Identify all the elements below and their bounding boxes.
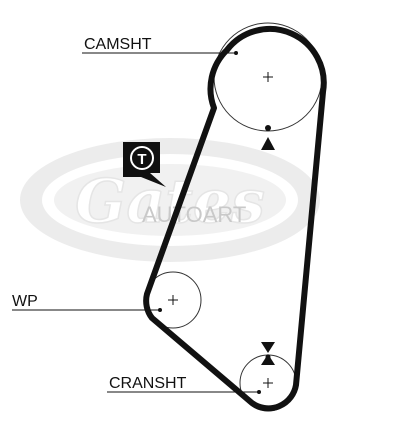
crankshaft-timing-dot bbox=[265, 354, 271, 360]
gates-watermark-logo: Gates bbox=[20, 138, 320, 262]
camshaft-label: CAMSHT bbox=[84, 36, 152, 53]
crankshaft-leader-dot bbox=[257, 390, 261, 394]
camshaft-leader-dot bbox=[234, 51, 238, 55]
water-pump-label: WP bbox=[12, 293, 38, 310]
timing-belt bbox=[143, 26, 327, 412]
tensioner-badge-letter: T bbox=[137, 151, 146, 168]
tensioner-badge: T bbox=[123, 142, 166, 187]
water-pump-center-plus-icon bbox=[168, 295, 178, 305]
water-pump-leader-dot bbox=[158, 308, 162, 312]
crankshaft-center-plus-icon bbox=[263, 378, 273, 388]
camshaft-timing-mark-icon bbox=[261, 137, 275, 150]
crankshaft-label: CRANSHT bbox=[109, 375, 187, 392]
camshaft-center-plus-icon bbox=[263, 72, 273, 82]
crankshaft-timing-mark-icon bbox=[261, 342, 275, 353]
autoart-watermark: AUTOART bbox=[142, 202, 246, 227]
camshaft-timing-dot bbox=[265, 125, 271, 131]
